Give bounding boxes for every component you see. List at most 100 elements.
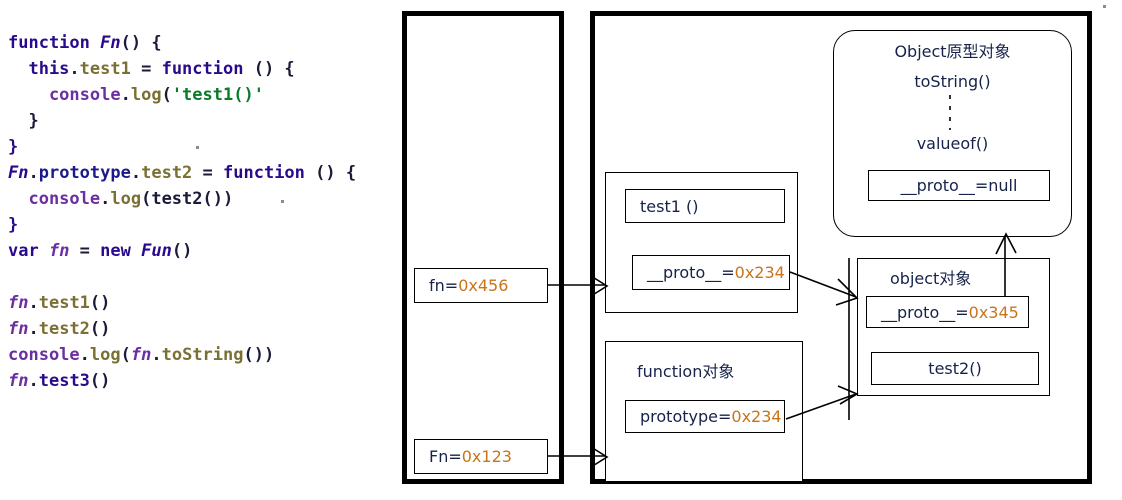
code-token: fn: [8, 293, 29, 313]
code-token: log: [130, 85, 162, 105]
code-token: function: [161, 59, 244, 79]
code-line: fn.test1(): [8, 290, 398, 316]
object-prototype-method-toString: toString(): [914, 72, 991, 91]
pointer-address: 0x456: [458, 276, 509, 295]
code-line: }: [8, 108, 398, 134]
code-line: [8, 264, 398, 290]
code-token: 'test1()': [171, 85, 264, 105]
code-token: prototype: [38, 163, 131, 183]
pointer-name: fn=: [429, 276, 459, 295]
code-token: () {: [120, 33, 162, 53]
code-token: }: [8, 111, 39, 131]
code-token: (): [89, 371, 111, 391]
code-token: fn: [8, 319, 29, 339]
code-line: Fn.prototype.test2 = function () {: [8, 160, 398, 186]
prototype-member-test2-label: test2(): [928, 359, 982, 378]
pointer-address: 0x234: [731, 407, 782, 426]
code-line: function Fn() {: [8, 30, 398, 56]
code-token: =: [130, 59, 162, 79]
code-token: test2: [141, 163, 193, 183]
code-token: =: [192, 163, 224, 183]
code-token: .: [28, 319, 39, 339]
code-token: fn: [48, 241, 70, 261]
code-token: new: [100, 241, 142, 261]
code-token: (: [161, 85, 172, 105]
code-token: test1: [79, 59, 131, 79]
code-token: test2: [38, 319, 90, 339]
code-token: ()): [243, 345, 275, 365]
code-line: }: [8, 134, 398, 160]
code-token: () {: [243, 59, 295, 79]
code-token: .: [28, 163, 39, 183]
instance-member-test1-label: test1 (): [640, 196, 699, 216]
object-prototype-method-valueof: valueof(): [916, 134, 989, 153]
stack-var-fn: fn=0x456: [414, 268, 548, 303]
object-prototype-title: Object原型对象: [894, 42, 1011, 61]
code-token: .: [100, 189, 111, 209]
stack-var-Fn: Fn=0x123: [414, 439, 548, 474]
code-token: .: [79, 345, 90, 365]
object-prototype-member-proto: __proto__=null: [868, 170, 1050, 201]
code-token: [8, 267, 18, 287]
source-code-panel: function Fn() { this.test1 = function ()…: [8, 30, 398, 394]
code-token: () {: [304, 163, 357, 183]
code-token: =: [69, 241, 101, 261]
pointer-address: 0x234: [734, 263, 785, 282]
pointer-name: prototype=: [640, 407, 732, 426]
stack-var-Fn-label: Fn=0x123: [429, 447, 512, 466]
code-token: console: [8, 189, 101, 209]
code-token: .: [151, 345, 162, 365]
object-prototype-member-proto-label: __proto__=null: [900, 176, 1018, 195]
pointer-name: Fn=: [429, 447, 462, 466]
code-token: }: [8, 215, 19, 235]
code-token: var: [8, 241, 49, 261]
object-prototype-box: [833, 30, 1072, 237]
code-token: log: [89, 345, 121, 365]
function-member-prototype: prototype=0x234: [625, 400, 785, 433]
code-line: console.log(fn.toString()): [8, 342, 398, 368]
code-token: (test2()): [141, 189, 234, 209]
pointer-name: __proto__=: [881, 302, 969, 322]
prototype-member-test2: test2(): [871, 352, 1039, 385]
code-token: console: [8, 85, 121, 105]
code-token: Fn: [100, 33, 121, 53]
code-token: }: [8, 137, 19, 157]
stack-frame: [402, 11, 564, 484]
code-token: log: [110, 189, 142, 209]
prototype-member-proto: __proto__=0x345: [866, 296, 1029, 328]
speck-artifact: [1103, 5, 1106, 8]
code-line: }: [8, 212, 398, 238]
pointer-address: 0x123: [461, 447, 512, 466]
code-token: Fun: [141, 241, 172, 261]
code-line: var fn = new Fun(): [8, 238, 398, 264]
code-token: (): [89, 293, 111, 313]
code-token: test1: [38, 293, 90, 313]
instance-member-proto: __proto__=0x234: [632, 255, 790, 290]
code-token: function: [8, 33, 101, 53]
code-line: fn.test3(): [8, 368, 398, 394]
code-token: (: [120, 345, 131, 365]
stack-var-fn-label: fn=0x456: [429, 276, 508, 295]
function-object-title: function对象: [637, 362, 735, 381]
code-line: console.log(test2()): [8, 186, 398, 212]
code-token: fn: [130, 345, 152, 365]
code-token: toString: [161, 345, 244, 365]
code-token: .: [28, 293, 39, 313]
code-token: fn: [8, 371, 29, 391]
instance-member-proto-label: __proto__=0x234: [647, 263, 785, 282]
pointer-address: 0x345: [968, 302, 1019, 322]
code-token: Fn: [8, 163, 29, 183]
code-token: test3: [38, 371, 90, 391]
code-token: this: [8, 59, 70, 79]
code-line: console.log('test1()': [8, 82, 398, 108]
code-token: .: [28, 371, 39, 391]
code-token: (): [89, 319, 111, 339]
function-member-prototype-label: prototype=0x234: [640, 407, 782, 426]
code-token: .: [130, 163, 142, 183]
instance-member-test1: test1 (): [625, 189, 785, 223]
code-token: console: [8, 345, 80, 365]
speck-artifact: [281, 200, 284, 203]
speck-artifact: [196, 146, 199, 149]
code-line: this.test1 = function () {: [8, 56, 398, 82]
